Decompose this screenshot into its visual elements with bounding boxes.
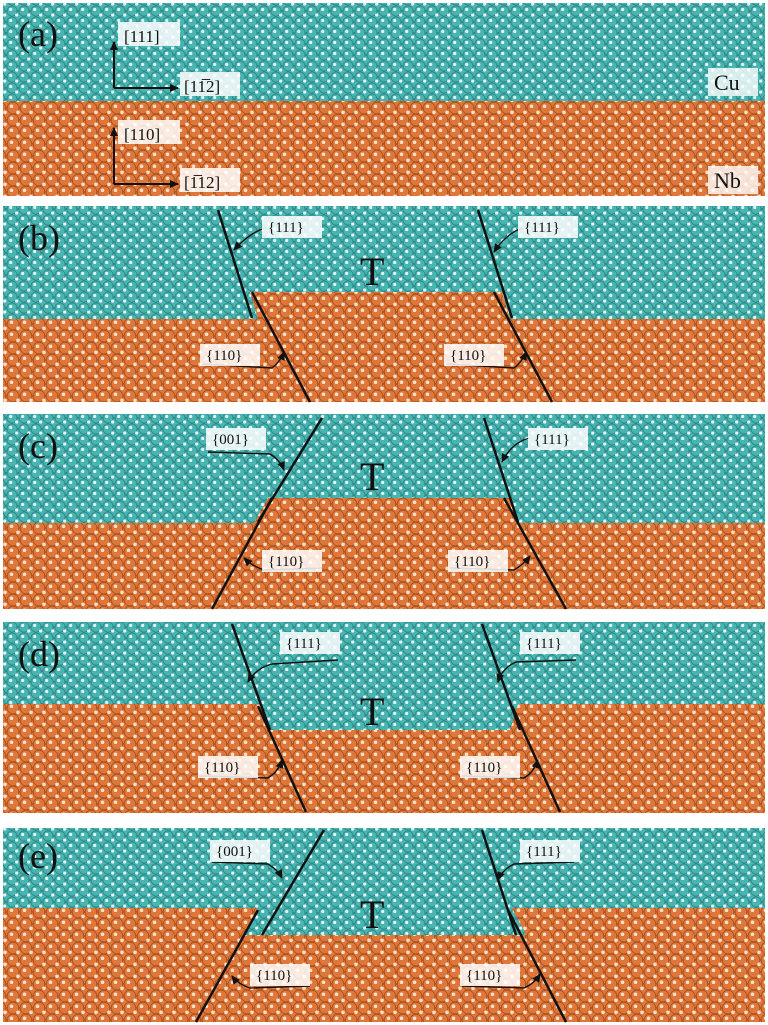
left-cu-interface-line: [260, 829, 326, 936]
cu-axis-right-label: [11̅2]: [184, 77, 220, 96]
left-nb-interface-line: [256, 705, 308, 813]
left-cu-plane-leader: [211, 861, 283, 879]
nb-layer: [3, 523, 765, 609]
nb-axis-up-label: [110]: [124, 125, 160, 144]
cu-layer: [3, 622, 765, 704]
right-nb-interface-line: [502, 497, 568, 610]
twin-label: T: [360, 892, 384, 937]
left-nb-plane-label: {110}: [204, 760, 240, 776]
left-nb-plane-label: {110}: [256, 968, 292, 984]
nb-element-label: Nb: [714, 168, 741, 193]
right-nb-plane-label: {110}: [466, 760, 502, 776]
nb-layer: [3, 319, 765, 402]
left-cu-plane-label: {111}: [268, 220, 304, 236]
left-nb-interface-line: [250, 291, 312, 403]
right-nb-plane-leader: [461, 973, 541, 989]
twin-region-nb-to-cu: [254, 498, 518, 523]
right-nb-plane-leader: [445, 351, 527, 369]
left-nb-interface-line: [210, 497, 274, 610]
right-nb-plane-label: {110}: [450, 348, 486, 364]
left-nb-plane-leader: [199, 759, 284, 779]
right-cu-interface-line: [476, 209, 514, 319]
twin-region-cu-into-nb: [260, 704, 518, 730]
panel-e: (e) T {001} {111} {110} {110}: [3, 828, 765, 1023]
left-cu-interface-line: [216, 209, 254, 319]
right-cu-plane-leader: [496, 659, 577, 683]
left-cu-plane-label: {001}: [216, 844, 253, 860]
left-cu-plane-leader: [207, 451, 285, 471]
right-nb-plane-leader: [449, 555, 531, 571]
twin-label: T: [360, 689, 384, 734]
nb-layer: [3, 101, 765, 196]
left-cu-plane-label: {001}: [212, 432, 249, 448]
left-nb-plane-label: {110}: [268, 554, 304, 570]
left-nb-interface-line: [194, 909, 260, 1023]
right-cu-plane-leader: [497, 861, 575, 881]
panel-d: (d) T {111} {111} {110} {110}: [3, 622, 765, 813]
panel-letter: (b): [18, 218, 60, 258]
nb-axis-right-label: [1̅12]: [184, 173, 220, 192]
left-nb-plane-leader: [201, 351, 285, 369]
right-cu-plane-label: {111}: [524, 220, 560, 236]
left-nb-plane-leader: [231, 975, 311, 989]
left-cu-plane-leader: [247, 659, 339, 683]
cu-axis-up-label: [111]: [124, 27, 160, 46]
panel-c: (c) T {001} {111} {110} {110}: [3, 414, 765, 610]
right-cu-interface-line: [480, 829, 518, 936]
cu-layer: [3, 828, 765, 908]
twin-label: T: [360, 249, 384, 294]
right-nb-interface-line: [506, 909, 568, 1023]
panel-a: (a) [111] [11̅2] [110] [1̅12] Cu Nb: [3, 3, 765, 196]
right-cu-interface-line: [482, 417, 520, 523]
cu-axes: [111] [11̅2]: [110, 22, 240, 96]
right-cu-plane-label: {111}: [526, 636, 562, 652]
panel-letter: (a): [18, 14, 58, 54]
twin-label: T: [360, 454, 384, 499]
right-cu-plane-label: {111}: [534, 432, 570, 448]
panel-b: (b) T {111} {111} {110} {110}: [3, 206, 765, 403]
right-nb-interface-line: [492, 291, 554, 403]
right-nb-plane-label: {110}: [466, 968, 502, 984]
panel-letter: (c): [18, 426, 58, 466]
panel-letter: (e): [18, 836, 58, 876]
cu-element-label: Cu: [714, 70, 740, 95]
right-cu-plane-label: {111}: [526, 844, 562, 860]
twin-region-nb-to-cu: [250, 292, 510, 319]
right-nb-interface-line: [510, 705, 562, 813]
right-nb-plane-label: {110}: [454, 554, 490, 570]
panel-letter: (d): [18, 634, 60, 674]
left-cu-plane-label: {111}: [286, 636, 322, 652]
cu-layer: [3, 3, 765, 101]
right-cu-plane-leader: [501, 437, 531, 463]
left-nb-plane-label: {110}: [206, 348, 242, 364]
twin-region-cu-into-nb: [244, 908, 526, 935]
nb-axes: [110] [1̅12]: [110, 120, 240, 192]
right-nb-plane-leader: [461, 759, 540, 779]
